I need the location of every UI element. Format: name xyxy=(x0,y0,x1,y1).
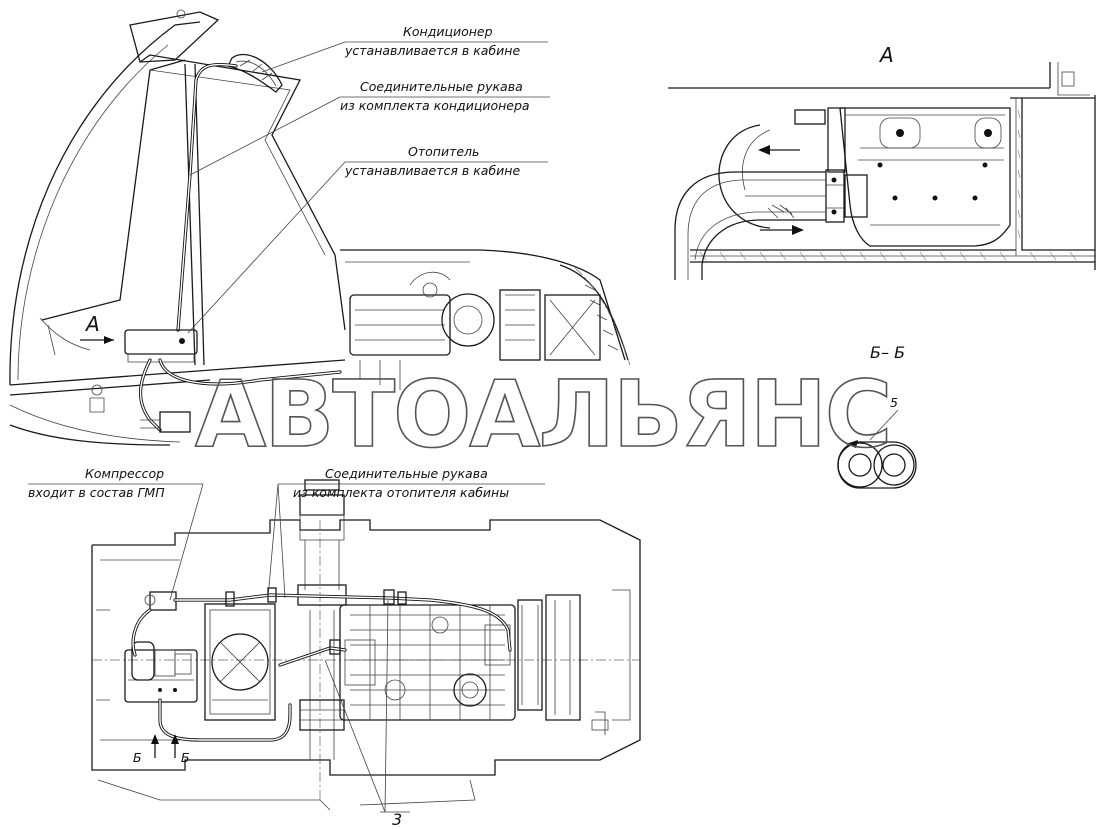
section-marks-b: Б Б xyxy=(133,734,190,765)
label-conditioner-1: Кондиционер xyxy=(403,24,493,39)
label-conditioner-2: устанавливается в кабине xyxy=(344,43,520,58)
annotation-hoses-conditioner: Соединительные рукава из комплекта конди… xyxy=(189,79,550,176)
label-hoses-heat-2: из комплекта отопителя кабины xyxy=(293,485,509,500)
callout-3: 3 xyxy=(392,810,402,829)
label-heater-1: Отопитель xyxy=(408,144,479,159)
view-a-arrow: А xyxy=(80,312,114,344)
label-compressor-2: входит в состав ГМП xyxy=(28,485,165,500)
radiator-plan xyxy=(204,603,276,721)
engine-side-view xyxy=(340,249,631,390)
callout-3-group: 3 xyxy=(324,599,410,829)
cab-side-view: А xyxy=(9,9,346,446)
annotation-heater: Отопитель устанавливается в кабине xyxy=(187,144,548,334)
annotation-compressor: Компрессор входит в состав ГМП xyxy=(28,466,204,601)
compressor-plan xyxy=(124,591,198,703)
label-compressor-1: Компрессор xyxy=(85,466,164,481)
annotation-hoses-heater: Соединительные рукава из комплекта отопи… xyxy=(267,466,545,599)
heater-unit xyxy=(124,329,198,363)
view-a-arrow-label: А xyxy=(84,312,100,336)
view-a-detail: А xyxy=(668,43,1096,280)
engine-plan xyxy=(339,604,516,721)
section-mark-left: Б xyxy=(133,750,142,765)
label-hoses-cond-1: Соединительные рукава xyxy=(360,79,523,94)
section-bb-title: Б– Б xyxy=(870,343,905,362)
plan-view: Б Б xyxy=(91,479,641,811)
callout-5: 5 xyxy=(890,395,898,410)
annotation-conditioner: Кондиционер устанавливается в кабине xyxy=(261,24,548,73)
air-conditioner-unit xyxy=(227,53,283,93)
fan-pulley-plan xyxy=(517,594,609,735)
view-a-title: А xyxy=(878,43,894,67)
label-heater-2: устанавливается в кабине xyxy=(344,163,520,178)
watermark: АВТОАЛЬЯНС xyxy=(195,361,890,468)
section-bb: Б– Б 5 xyxy=(837,343,917,489)
label-hoses-heat-1: Соединительные рукава xyxy=(325,466,488,481)
heater-body-view-a xyxy=(718,107,1011,247)
section-mark-right: Б xyxy=(181,750,190,765)
label-hoses-cond-2: из комплекта кондиционера xyxy=(340,98,530,113)
